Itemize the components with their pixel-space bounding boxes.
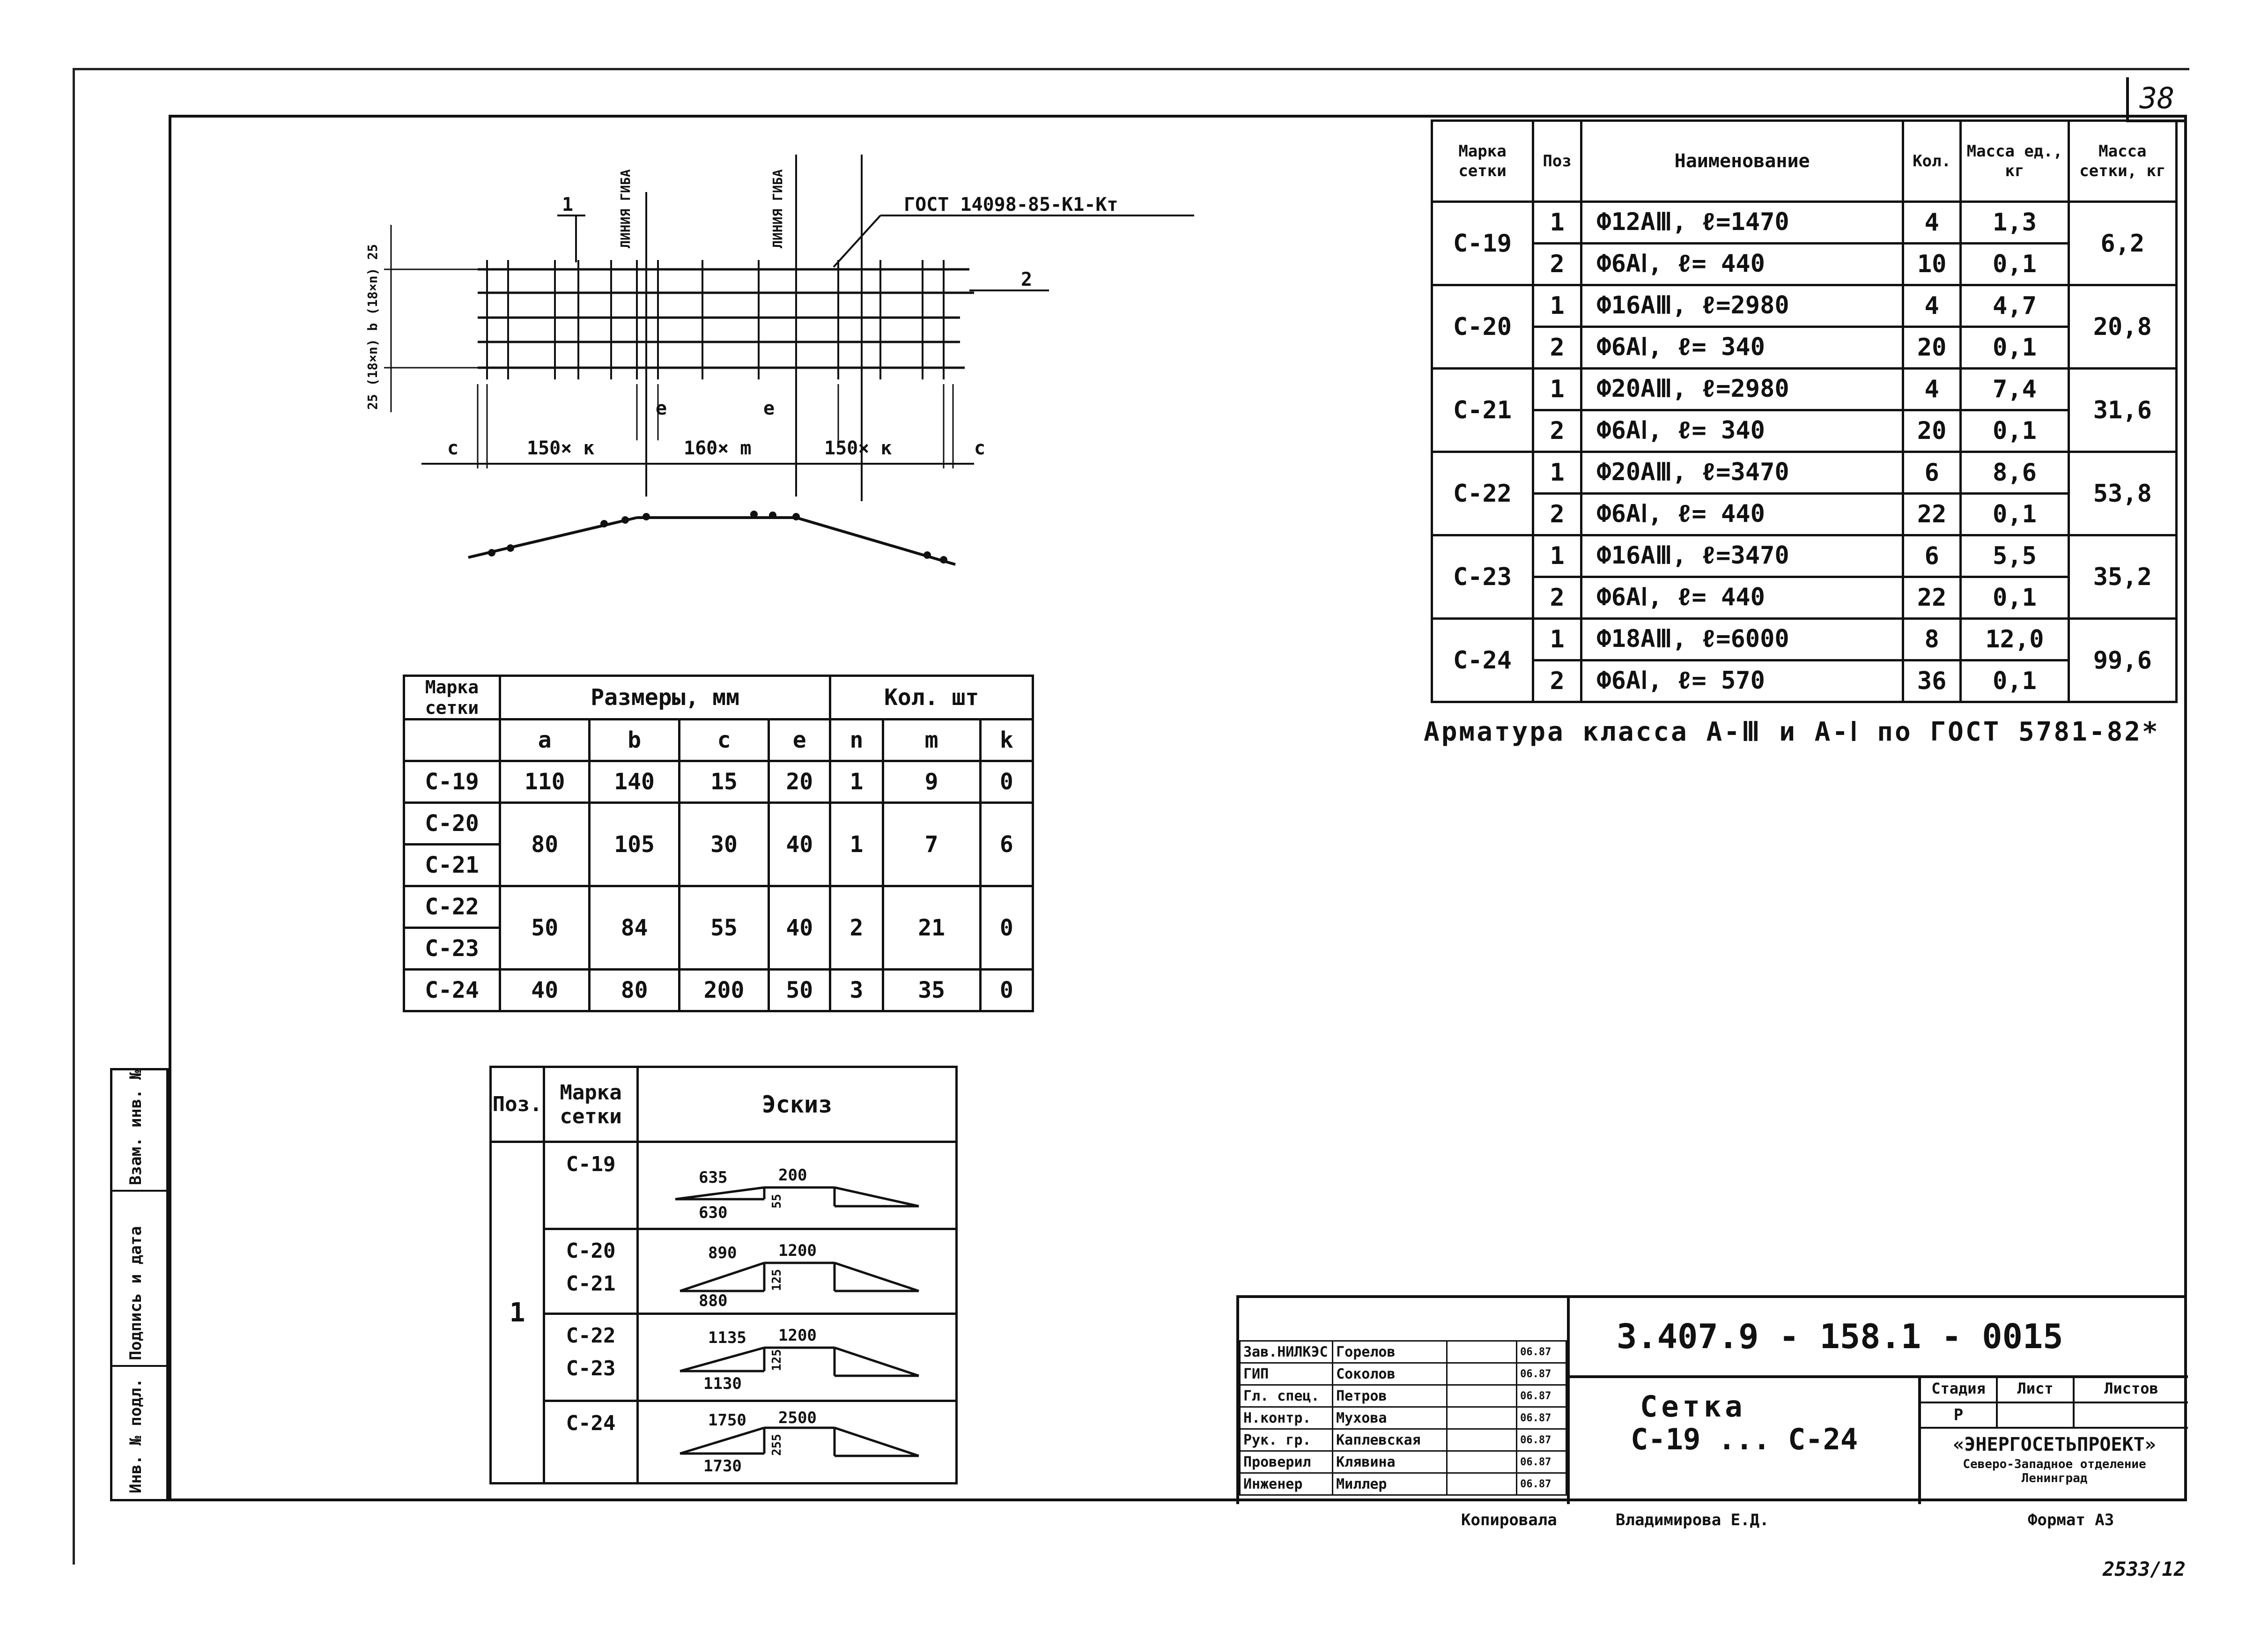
title-block: Зав.НИЛКЭС Горелов 06.87 ГИП Соколов 06.…	[1236, 1295, 2188, 1504]
table-row: С-22 1 Ф20АⅢ, ℓ=3470 6 8,6 53,8	[1431, 451, 2178, 536]
svg-text:880: 880	[699, 1291, 727, 1307]
outer-frame	[73, 68, 2189, 1565]
dim-c-right: с	[974, 438, 985, 459]
gost-label: ГОСТ 14098-85-К1-Кт	[904, 194, 1118, 215]
svg-text:55: 55	[770, 1194, 784, 1209]
table-row: С-24 40 80 200 50 3 35 0	[403, 968, 1034, 1012]
table-row: Рук. гр. Каплевская 06.87	[1239, 1428, 1567, 1452]
sketch-table: Поз. Марка сетки Эскиз 1 С-19 635 630	[489, 1066, 958, 1484]
spec-header-pos: Поз	[1531, 119, 1583, 203]
svg-text:125: 125	[770, 1349, 784, 1371]
side-stamp-signature: Подпись и дата	[126, 1226, 145, 1360]
spec-table: Марка сетки Поз Наименование Кол. Масса …	[1431, 119, 2178, 703]
table-row: 1 С-19 635 630 200 55	[489, 1141, 958, 1484]
table-row: С-19 1 Ф12АⅢ, ℓ=1470 4 1,3 6,2	[1431, 200, 2178, 286]
side-stamp-inventory: Инв. № подл.	[126, 1378, 145, 1493]
e-label-1: е	[656, 398, 667, 419]
stage-value: Р	[1921, 1403, 1998, 1427]
svg-text:125: 125	[770, 1269, 784, 1291]
spec-header-unit-mass: Масса ед., кг	[1959, 119, 2070, 203]
spec-header-qty: Кол.	[1901, 119, 1962, 203]
table-row: С-21 1 Ф20АⅢ, ℓ=2980 4 7,4 31,6	[1431, 367, 2178, 453]
table-row: 2 Ф6АⅠ, ℓ= 440 10 0,1	[1432, 242, 2177, 286]
table-row: 2 Ф6АⅠ, ℓ= 340 20 0,1	[1432, 326, 2177, 370]
dim-c-left: с	[447, 438, 458, 459]
table-row: С-22 50 84 55 40 2 21 0	[403, 885, 1034, 971]
svg-text:1130: 1130	[703, 1374, 742, 1393]
sheet-number: 38	[2126, 77, 2185, 122]
dims-header-sizes: Размеры, мм	[498, 675, 832, 720]
svg-text:1730: 1730	[703, 1457, 742, 1476]
table-row: С-24 1 Ф18АⅢ, ℓ=6000 8 12,0 99,6	[1431, 617, 2178, 703]
table-row: С-20 1 Ф16АⅢ, ℓ=2980 4 4,7 20,8	[1431, 284, 2178, 370]
sketch-c20-c21: 890 880 1200 125	[680, 1241, 919, 1310]
table-row: Н.контр. Мухова 06.87	[1239, 1406, 1567, 1430]
bend-line-label-1: ЛИНИЯ ГИБА	[618, 169, 633, 248]
spec-header-total-mass: Масса сетки, кг	[2067, 119, 2178, 203]
sketch-header-sketch: Эскиз	[636, 1066, 958, 1143]
rebar-class-note: Арматура класса А-Ⅲ и А-Ⅰ по ГОСТ 5781-8…	[1424, 717, 2160, 747]
table-row: С-23 1 Ф16АⅢ, ℓ=3470 6 5,5 35,2	[1431, 534, 2178, 620]
table-row: 2 Ф6АⅠ, ℓ= 340 20 0,1	[1432, 409, 2177, 453]
sheet-title-line2: С-19 ... С-24	[1631, 1422, 1858, 1456]
svg-text:2500: 2500	[778, 1409, 817, 1427]
svg-text:635: 635	[699, 1168, 727, 1187]
document-number: 3.407.9 - 158.1 - 0015	[1617, 1317, 2063, 1356]
side-stamp-replace: Взам. инв. №	[126, 1070, 145, 1185]
drawing-frame	[169, 115, 2187, 1501]
sketch-c24: 1750 1730 2500 255	[680, 1409, 919, 1476]
sketch-c19: 635 630 200 55	[675, 1166, 919, 1222]
table-row: 2 Ф6АⅠ, ℓ= 440 22 0,1	[1432, 492, 2177, 536]
pos2-label: 2	[1021, 269, 1032, 290]
svg-text:255: 255	[770, 1434, 784, 1456]
dim-150k-right: 150× к	[824, 438, 892, 459]
e-label-2: е	[763, 398, 775, 419]
corner-number: 2533/12	[2103, 1558, 2186, 1580]
table-row: Зав.НИЛКЭС Горелов 06.87	[1239, 1340, 1567, 1364]
svg-text:1750: 1750	[708, 1411, 746, 1430]
table-row: Инженер Миллер 06.87	[1239, 1472, 1567, 1496]
dim-150k-left: 150× к	[527, 438, 595, 459]
format-label: Формат А3	[2028, 1511, 2114, 1529]
table-row: Проверил Клявина 06.87	[1239, 1450, 1567, 1474]
table-row: С-24 1750 1730 2500 255	[491, 1400, 958, 1484]
bend-line-label-2: ЛИНИЯ ГИБА	[770, 169, 785, 248]
copied-by-label: Копировала	[1461, 1511, 1557, 1529]
svg-text:890: 890	[708, 1244, 737, 1262]
left-dims-label: 25 (18×n) b (18×n) 25	[365, 244, 380, 410]
svg-text:200: 200	[778, 1166, 807, 1185]
pos1-label: 1	[562, 194, 573, 215]
side-stamp: Взам. инв. № Подпись и дата Инв. № подл.	[110, 1068, 169, 1501]
table-row: ГИП Соколов 06.87	[1239, 1362, 1567, 1386]
sheet-title-line1: Сетка	[1640, 1389, 1746, 1424]
dimensions-table: Марка сетки Размеры, мм Кол. шт a b c e …	[403, 675, 1034, 1012]
table-row: С-20 С-21 890 880 1200 125	[491, 1228, 958, 1315]
organization-name: «ЭНЕРГОСЕТЬПРОЕКТ»	[1953, 1434, 2156, 1455]
table-row: 2 Ф6АⅠ, ℓ= 440 22 0,1	[1432, 576, 2177, 620]
table-row: С-20 80 105 30 40 1 7 6	[403, 801, 1034, 887]
svg-text:630: 630	[699, 1203, 727, 1222]
spec-header-mark: Марка сетки	[1431, 119, 1534, 203]
organization-subtitle: Северо-Западное отделение Ленинград	[1963, 1457, 2146, 1485]
mesh-drawing: ГОСТ 14098-85-К1-Кт 1 2 с 150× к 160× m …	[365, 155, 1194, 566]
spec-header-name: Наименование	[1580, 119, 1904, 203]
table-row: С-22 С-23 1135 1130 1200 125	[491, 1313, 958, 1402]
svg-text:1200: 1200	[778, 1326, 817, 1345]
dims-header-mark: Марка сетки	[403, 675, 501, 720]
sketch-c22-c23: 1135 1130 1200 125	[680, 1326, 919, 1393]
table-row: С-19 110 140 15 20 1 9 0	[403, 760, 1034, 804]
svg-text:1135: 1135	[708, 1328, 746, 1347]
copier-name: Владимирова Е.Д.	[1616, 1511, 1769, 1529]
sketch-header-pos: Поз.	[489, 1066, 546, 1143]
signature-table: Зав.НИЛКЭС Горелов 06.87 ГИП Соколов 06.…	[1239, 1340, 1567, 1496]
sketch-header-mark: Марка сетки	[543, 1066, 639, 1143]
dims-header-qty: Кол. шт	[829, 675, 1034, 720]
svg-text:1200: 1200	[778, 1241, 817, 1260]
dim-160m: 160× m	[684, 438, 752, 459]
table-row: 2 Ф6АⅠ, ℓ= 570 36 0,1	[1432, 659, 2177, 703]
table-row: Гл. спец. Петров 06.87	[1239, 1384, 1567, 1408]
